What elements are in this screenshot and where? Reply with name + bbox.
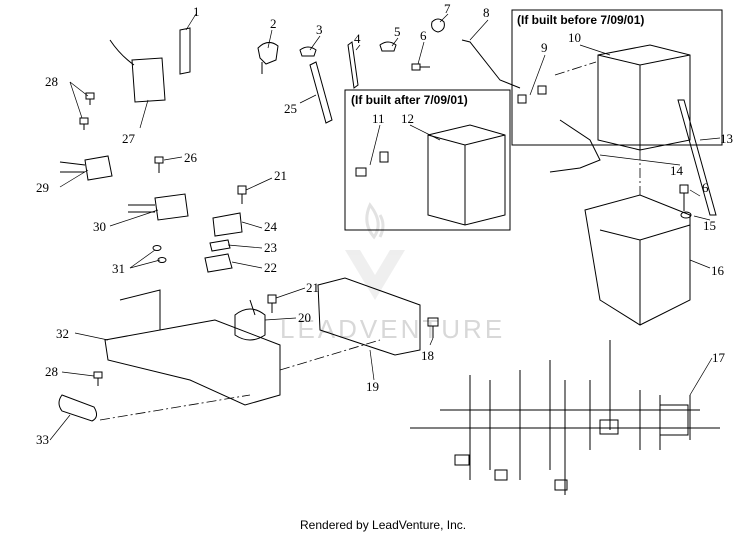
alignment-lines [99, 61, 641, 421]
part-19-cover [317, 277, 421, 356]
callout-28a: 28 [45, 74, 58, 89]
callout-21b: 21 [306, 280, 319, 295]
part-11-hardware [355, 151, 389, 177]
part-32-plate [104, 289, 281, 406]
part-18-bolt [427, 317, 439, 338]
part-15-washer [680, 211, 692, 219]
part-6-bolt-right [679, 184, 689, 211]
callout-29: 29 [36, 180, 49, 195]
part-13-rod [677, 99, 717, 216]
callout-2: 2 [270, 16, 277, 31]
part-9-nuts [517, 85, 547, 104]
part-30-module [128, 193, 189, 221]
box-after [344, 89, 511, 231]
callout-14: 14 [670, 163, 684, 178]
callout-22: 22 [264, 260, 277, 275]
callout-13: 13 [720, 131, 733, 146]
callout-25: 25 [284, 101, 297, 116]
part-20-solenoid [234, 299, 266, 341]
part-5-clamp [379, 41, 397, 52]
part-31-washer-b [157, 257, 167, 263]
box-after-title: (If built after 7/09/01) [351, 93, 468, 107]
callout-1: 1 [193, 4, 200, 19]
callout-6: 6 [420, 28, 427, 43]
part-28-screw-a [85, 92, 95, 105]
callout-9: 9 [541, 40, 548, 55]
callout-28b: 28 [45, 364, 58, 379]
callout-31: 31 [112, 261, 125, 276]
callout-17: 17 [712, 350, 726, 365]
callout-18: 18 [421, 348, 434, 363]
callout-32: 32 [56, 326, 69, 341]
part-1-strip [179, 27, 191, 75]
callout-33: 33 [36, 432, 49, 447]
callout-19: 19 [366, 379, 379, 394]
callout-20: 20 [298, 310, 311, 325]
callout-10: 10 [568, 30, 581, 45]
footer-credit: Rendered by LeadVenture, Inc. [300, 518, 466, 532]
part-8-cable [461, 39, 521, 89]
part-6-bolt-top [411, 63, 430, 71]
part-31-washer-a [152, 245, 162, 251]
part-26-screw [154, 156, 164, 173]
callouts: 1 2 3 4 5 6 7 8 9 10 11 12 13 14 6 15 16… [36, 1, 733, 447]
box-before-title: (If built before 7/09/01) [517, 13, 644, 27]
callout-23: 23 [264, 240, 277, 255]
callout-5: 5 [394, 24, 401, 39]
watermark-logo [345, 202, 405, 300]
callout-16: 16 [711, 263, 725, 278]
part-24-bracket [212, 212, 243, 237]
part-10-battery [597, 44, 691, 151]
callout-24: 24 [264, 219, 278, 234]
part-33-fuse [58, 394, 98, 422]
watermark-text: LEADVENTURE [280, 314, 505, 344]
part-28-screw-c [93, 371, 103, 386]
callout-27: 27 [122, 131, 136, 146]
part-25-rod [309, 61, 333, 124]
part-7-nut [431, 18, 445, 33]
callout-30: 30 [93, 219, 106, 234]
part-4-rod [347, 41, 359, 89]
callout-3: 3 [316, 22, 323, 37]
part-21-bolt-b [267, 294, 277, 313]
leader-lines [49, 13, 721, 441]
part-27-module [109, 39, 166, 103]
part-12-battery [427, 124, 506, 226]
callout-15: 15 [703, 218, 716, 233]
callout-11: 11 [372, 111, 385, 126]
part-14-cable [549, 119, 601, 173]
part-2-clip [257, 42, 279, 74]
part-29-module [59, 155, 113, 181]
part-16-tray [584, 194, 691, 326]
callout-12: 12 [401, 111, 414, 126]
callout-7: 7 [444, 1, 451, 16]
part-23-pad [209, 239, 231, 252]
callout-21a: 21 [274, 168, 287, 183]
callout-8: 8 [483, 5, 490, 20]
part-17-wiring-harness [410, 340, 720, 495]
callout-6b: 6 [702, 180, 709, 195]
callout-4: 4 [354, 31, 361, 46]
part-28-screw-b [79, 117, 89, 130]
part-3-clamp [299, 46, 317, 57]
part-22-relay [204, 253, 233, 273]
part-21-bolt-a [237, 185, 247, 204]
callout-26: 26 [184, 150, 198, 165]
